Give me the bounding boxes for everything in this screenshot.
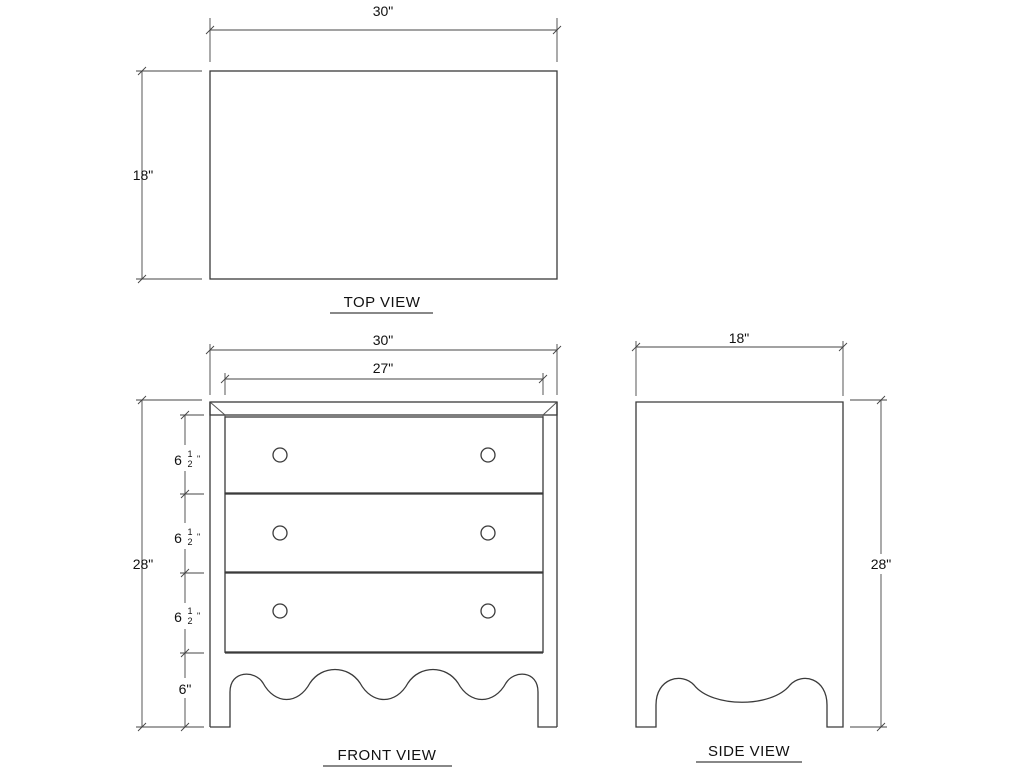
svg-text:2: 2 (187, 616, 192, 626)
front-height-label: 28" (133, 556, 154, 572)
drawer-2 (224, 493, 544, 573)
svg-text:": " (197, 454, 200, 464)
top-depth-dimension: 18" (133, 66, 202, 284)
svg-text:": " (197, 532, 200, 542)
svg-text:": " (197, 611, 200, 621)
front-overall-width-label: 30" (373, 332, 394, 348)
front-view: 30" 27" 28" (133, 332, 562, 767)
drawer-1-right-knob (480, 447, 496, 463)
drawer-3-height-label: 6 1 2 " (174, 606, 200, 626)
svg-text:6: 6 (174, 609, 182, 625)
svg-text:1: 1 (187, 527, 192, 537)
side-height-dimension: 28" (850, 395, 898, 732)
top-width-label: 30" (373, 3, 394, 19)
side-depth-dimension: 18" (631, 330, 848, 396)
side-view-outline (635, 401, 844, 728)
drawer-2-height-label: 6 1 2 " (174, 527, 200, 547)
front-view-title: FRONT VIEW (338, 747, 437, 764)
drawer-1 (224, 416, 544, 494)
svg-text:2: 2 (187, 537, 192, 547)
top-depth-label: 18" (133, 167, 154, 183)
drawer-2-right-knob (480, 525, 496, 541)
drawer-3 (224, 572, 544, 653)
svg-text:6: 6 (174, 530, 182, 546)
side-depth-label: 18" (729, 330, 750, 346)
top-view-title: TOP VIEW (344, 294, 421, 311)
front-height-dimension: 28" (133, 395, 202, 732)
svg-text:1: 1 (187, 606, 192, 616)
side-view: 18" 28" SIDE VIEW (631, 330, 898, 763)
top-view-outline (209, 70, 558, 280)
front-scalloped-apron (210, 669, 557, 728)
front-inner-width-dimension: 27" (220, 360, 548, 395)
drawer-2-left-knob (272, 525, 288, 541)
front-drawer-chain-dimension (168, 410, 204, 732)
side-height-label: 28" (871, 556, 892, 572)
base-height-label: 6" (179, 681, 192, 697)
front-inner-width-label: 27" (373, 360, 394, 376)
top-width-dimension: 30" (205, 3, 562, 62)
drawer-1-left-knob (272, 447, 288, 463)
svg-text:1: 1 (187, 449, 192, 459)
svg-text:2: 2 (187, 459, 192, 469)
drawer-1-height-label: 6 1 2 " (174, 449, 200, 469)
drawer-3-left-knob (272, 603, 288, 619)
side-view-title: SIDE VIEW (708, 743, 790, 760)
front-overall-width-dimension: 30" (205, 332, 562, 395)
front-top-board (209, 401, 558, 416)
drawer-3-right-knob (480, 603, 496, 619)
svg-text:6: 6 (174, 452, 182, 468)
top-view: 30" 18" TOP VIEW (133, 3, 562, 314)
